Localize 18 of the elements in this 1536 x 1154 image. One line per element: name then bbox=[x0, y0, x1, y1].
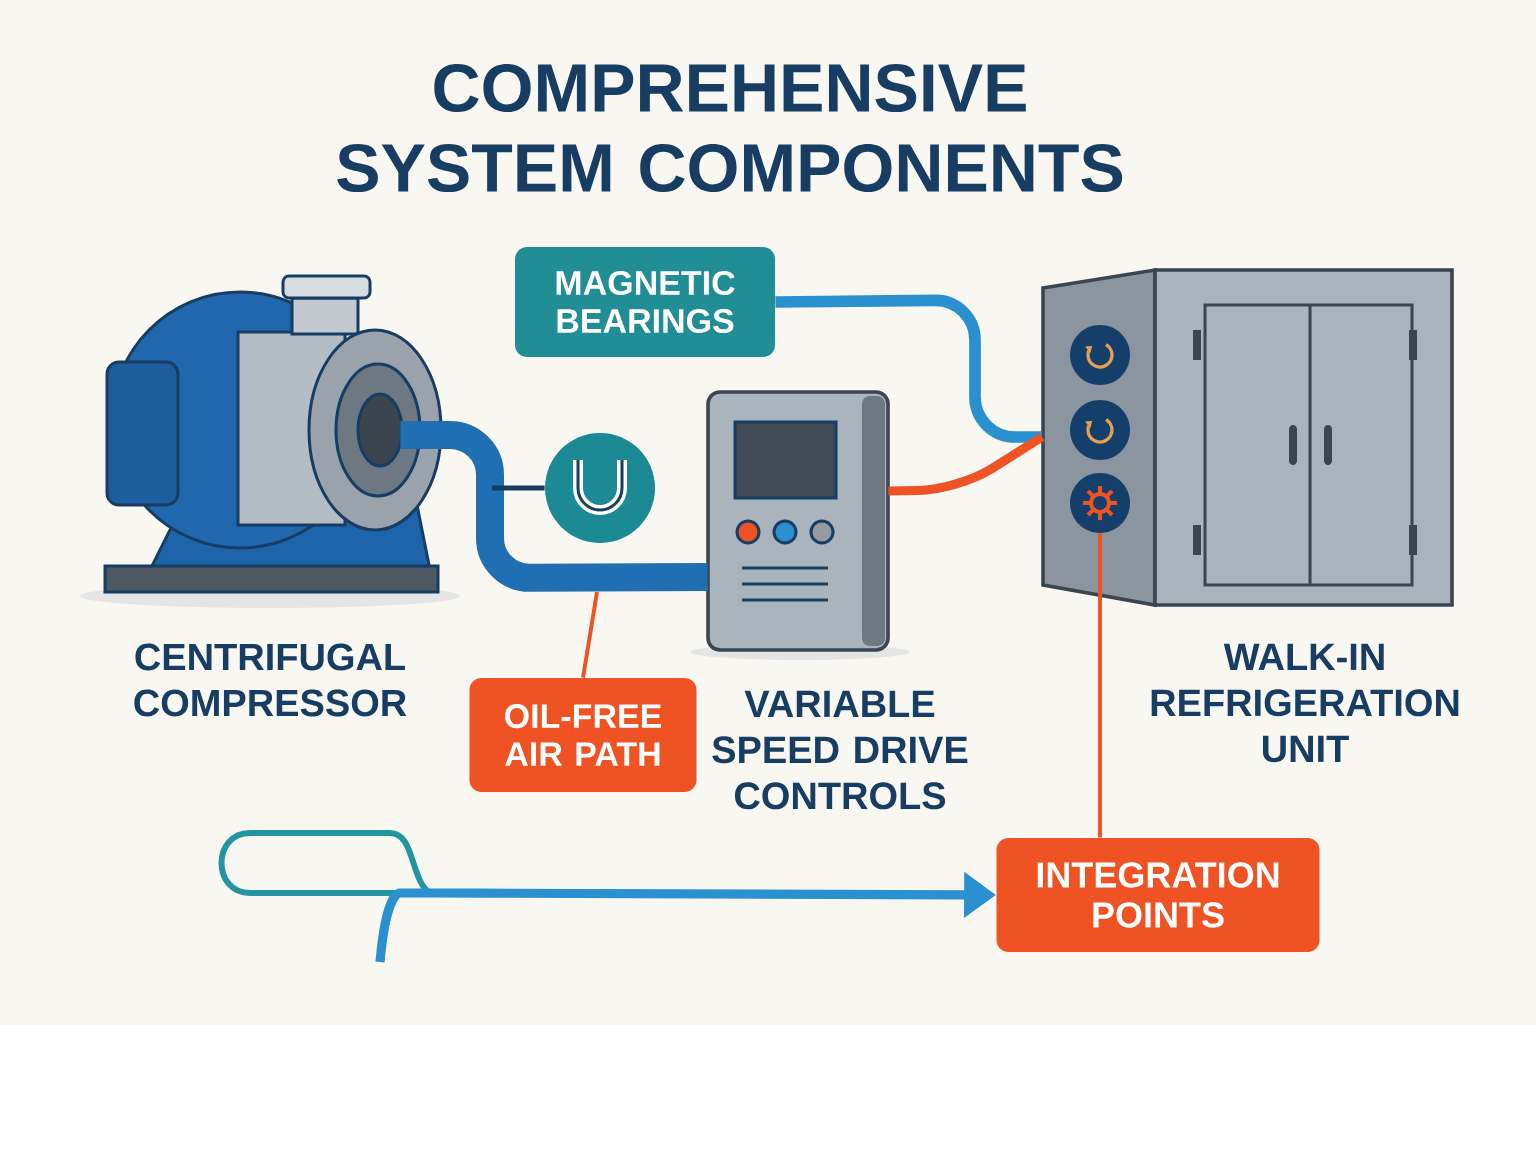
cable bbox=[888, 433, 1045, 496]
label-box: OIL-FREE AIR PATH bbox=[469, 678, 697, 792]
label-box: INTEGRATION POINTS bbox=[996, 838, 1320, 952]
compressor-drawing bbox=[80, 274, 460, 608]
component-label: CENTRIFUGAL COMPRESSOR bbox=[134, 643, 407, 717]
magnet-icon bbox=[545, 433, 655, 543]
component-label: VARIABLE SPEED DRIVE CONTROLS bbox=[712, 690, 968, 810]
component-label: WALK-IN REFRIGERATION UNIT bbox=[1151, 643, 1459, 763]
leader-line bbox=[581, 591, 599, 678]
gear-icon bbox=[1070, 473, 1130, 533]
walk-in-unit-drawing bbox=[1041, 267, 1454, 608]
pipe bbox=[775, 294, 1043, 443]
connector-line bbox=[492, 485, 545, 491]
pipe bbox=[400, 421, 708, 592]
control-panel-drawing bbox=[690, 390, 910, 660]
label-box: MAGNETIC BEARINGS bbox=[515, 247, 775, 357]
leader-line bbox=[1098, 533, 1102, 838]
title: COMPREHENSIVE SYSTEM COMPONENTS bbox=[337, 63, 1123, 193]
